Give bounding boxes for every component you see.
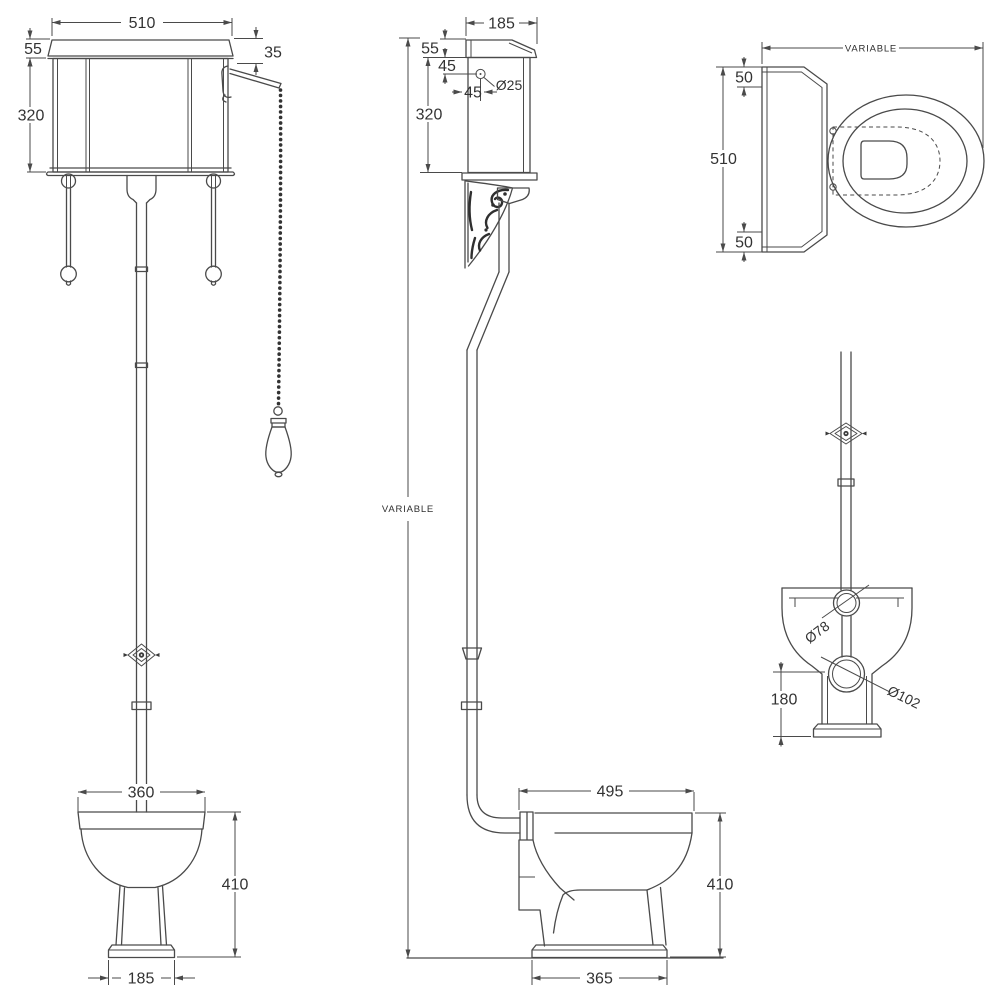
dim-plan-clearance-bottom: 50 [735,235,753,252]
pan-front [77,811,206,959]
dim-side-pan-height: 410 [707,877,734,894]
dim-side-pan-depth: 495 [597,784,624,801]
rear-dimensions: Ø78 Ø102 180 [767,584,923,747]
pipe-wall-bracket-rear [825,422,867,445]
pipe-collar-front [131,701,152,711]
pan-rear [781,587,913,738]
pull-chain [276,88,283,406]
dim-side-base-depth: 365 [586,971,613,988]
cistern-front [45,39,236,177]
cistern-plan [761,66,828,253]
pan-side [518,811,693,959]
dim-side-cistern-height: 320 [416,107,443,124]
dim-side-pipe-height-variable: VARIABLE [382,504,434,515]
dim-rear-inlet-diameter: Ø78 [802,618,833,647]
pipe-union-joint [461,647,483,660]
rear-view: Ø78 Ø102 180 [767,351,923,747]
seat-hinge-hole [829,127,837,135]
dim-front-cistern-width: 510 [129,15,156,32]
dim-rear-outlet-height: 180 [771,692,798,709]
cistern-bracket [464,180,514,269]
dim-plan-projection-variable: VARIABLE [845,44,897,55]
dim-side-hole-diameter: Ø25 [496,77,523,93]
flush-pipe-side [460,187,530,834]
pull-handle [265,406,292,478]
waste-outlet [827,655,866,693]
dim-front-pan-height: 410 [222,877,249,894]
plan-dimensions: VARIABLE 50 50 510 [706,41,984,262]
side-dimensions: 185 55 45 Ø25 45 320 VARIABLE 495 [382,15,738,988]
flush-pipe-front [123,174,160,813]
front-dimensions: 510 55 320 35 360 410 185 [13,14,282,988]
dim-front-lever-offset: 35 [264,45,282,62]
dim-front-base-width: 185 [128,971,155,988]
dim-front-cistern-height: 320 [18,108,45,125]
seat-hinge-hole [829,183,837,191]
dim-plan-cistern-width: 510 [710,151,737,168]
dim-side-hole-drop: 45 [438,58,456,75]
pipe-wall-bracket-front [123,643,160,667]
dim-front-pan-width: 360 [128,785,155,802]
inlet-spigot [832,589,861,617]
plan-view: VARIABLE 50 50 510 [706,41,985,262]
dim-side-cistern-depth: 185 [488,16,515,33]
pipe-collar-rear [837,478,855,487]
dim-side-lid-height: 55 [421,41,439,58]
dim-plan-clearance-top: 50 [735,70,753,87]
side-view: 185 55 45 Ø25 45 320 VARIABLE 495 [382,15,738,988]
cistern-side [461,39,538,181]
flush-lever [221,65,282,103]
cistern-support-legs [60,173,222,286]
dim-side-hole-inset: 45 [464,85,482,102]
pipe-collar-side [460,701,483,711]
dim-front-lid-height: 55 [24,41,42,58]
flush-pipe-rear [825,351,867,591]
dim-rear-outlet-diameter: Ø102 [885,682,923,711]
seat-plan [827,94,985,228]
front-view: 510 55 320 35 360 410 185 [13,14,292,988]
